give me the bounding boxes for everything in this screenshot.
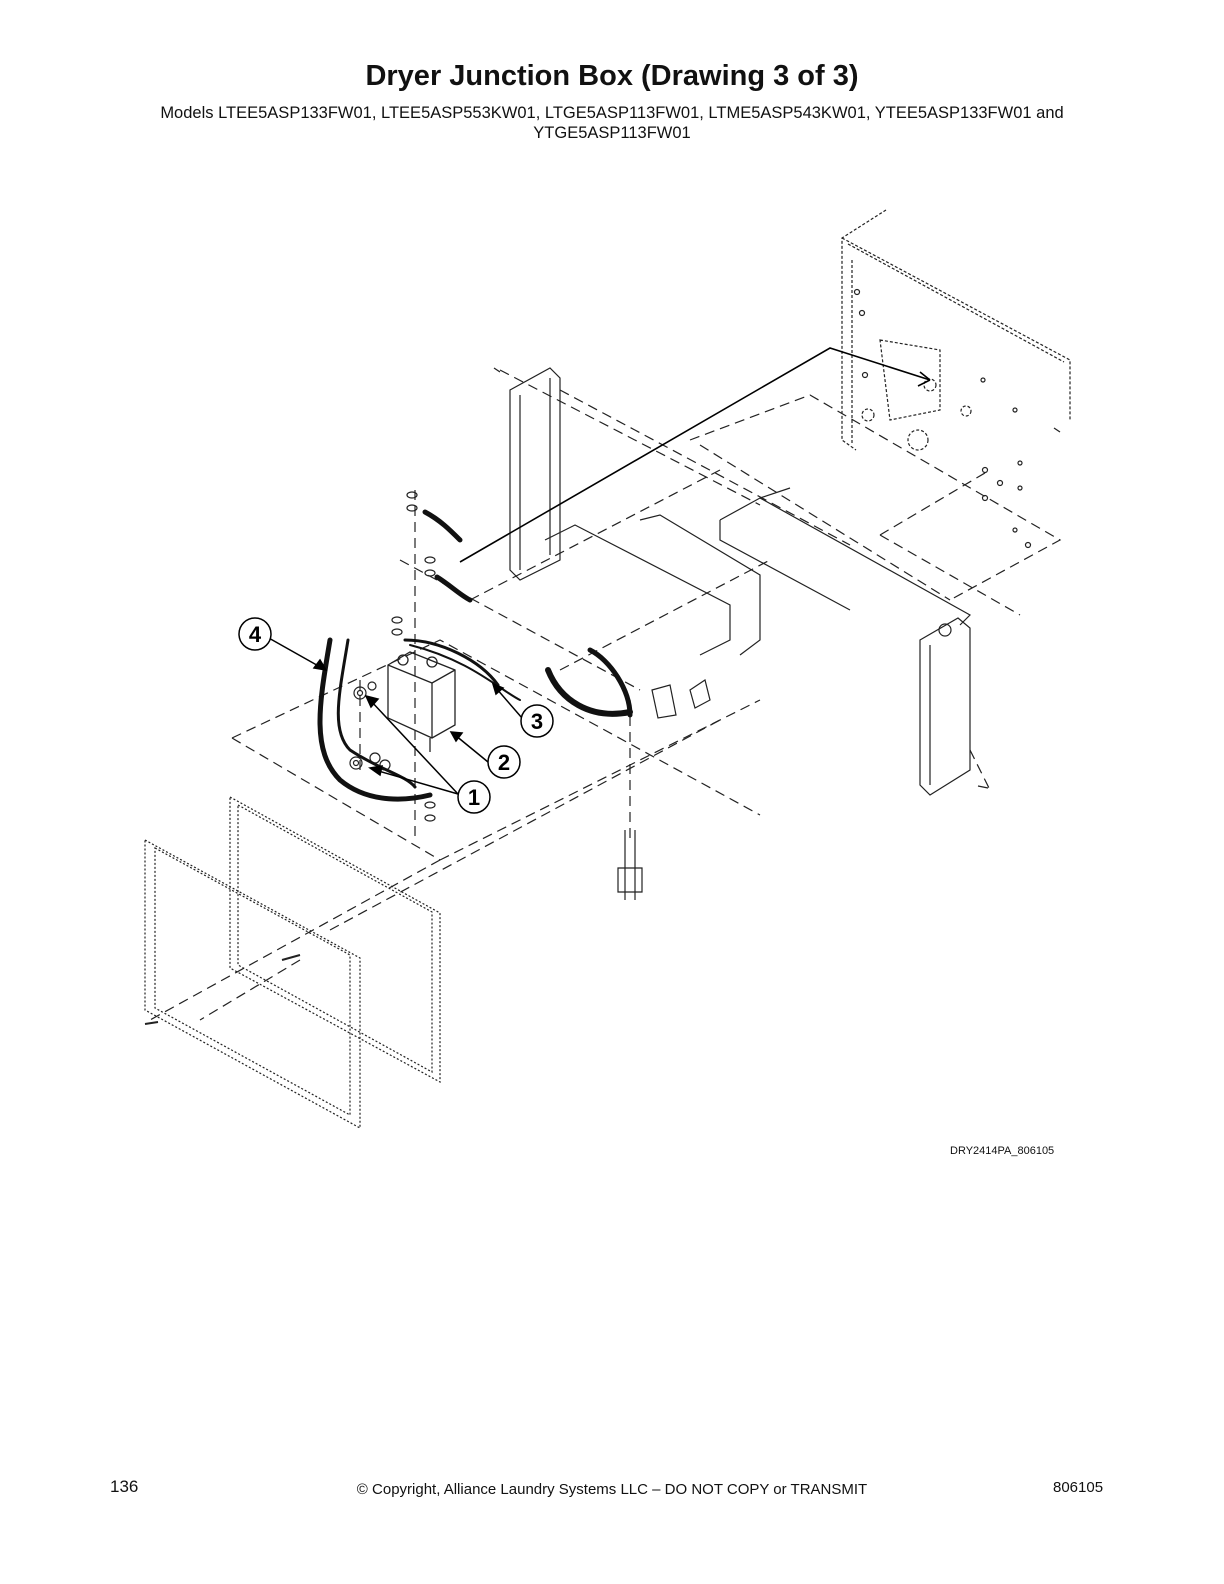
models-subtitle: Models LTEE5ASP133FW01, LTEE5ASP553KW01,… [110,103,1114,143]
terminal-block [387,651,456,752]
access-cover-plate [144,838,361,1130]
models-line-1: Models LTEE5ASP133FW01, LTEE5ASP553KW01,… [160,104,1064,122]
callout-3: 3 [520,704,554,738]
power-cord-plug [617,830,643,900]
wire-harness [317,509,633,802]
callout-leaders [266,636,523,795]
document-number: 806105 [1053,1479,1104,1496]
access-cover-panel [229,795,441,1084]
svg-text:4: 4 [249,622,262,647]
cabinet-mounting-holes [853,288,1032,549]
strain-relief-clamp [651,679,711,719]
callout-4: 4 [238,617,272,651]
copyright-notice: © Copyright, Alliance Laundry Systems LL… [356,1481,868,1498]
svg-text:3: 3 [531,709,543,734]
drawing-id: DRY2414PA_806105 [950,1145,1055,1157]
page-number: 136 [110,1477,139,1496]
callout-2: 2 [487,745,521,779]
left-mounting-bracket [509,367,561,581]
dryer-cabinet-outline [841,209,1071,451]
svg-text:1: 1 [468,785,480,810]
assembly-guide-lines [149,369,1062,1021]
leader-line-to-cabinet [459,347,931,563]
models-line-2: YTGE5ASP113FW01 [533,124,691,142]
right-bracket-leg [919,617,971,796]
junction-rail [544,487,971,656]
svg-text:2: 2 [498,750,510,775]
callout-1: 1 [457,780,491,814]
page-title: Dryer Junction Box (Drawing 3 of 3) [365,60,859,92]
